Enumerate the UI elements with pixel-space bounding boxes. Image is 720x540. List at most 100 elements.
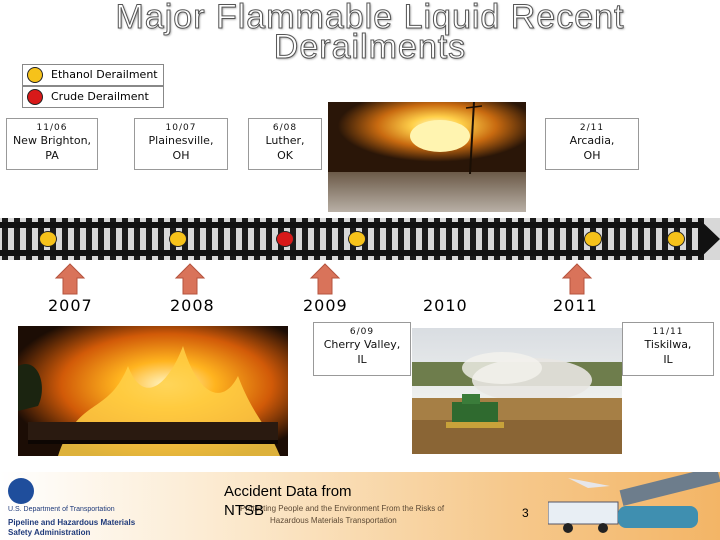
event-box-arcadia: 2/11 Arcadia, OH [545,118,639,170]
track-tie [314,218,320,260]
track-tie [518,218,524,260]
event-box-luther: 6/08 Luther, OK [248,118,322,170]
track-tie [398,218,404,260]
year-arrow-icon [561,263,593,295]
track-tie [110,218,116,260]
photo-field-combine [412,328,622,454]
event-box-tiskilwa: 11/11 Tiskilwa, IL [622,322,714,376]
track-tie [122,218,128,260]
footer-banner: U.S. Department of Transportation Pipeli… [0,472,720,540]
event-date: 11/06 [36,123,68,133]
track-tie [530,218,536,260]
marker-arcadia [584,231,602,247]
event-state: IL [663,353,673,366]
event-date: 2/11 [579,123,605,133]
event-date: 11/11 [652,327,684,337]
track-tie [662,218,668,260]
event-state: PA [45,149,59,162]
ethanol-dot-icon [27,67,43,83]
track-tie [410,218,416,260]
track-tie [134,218,140,260]
event-box-new-brighton: 11/06 New Brighton, PA [6,118,98,170]
track-tie [158,218,164,260]
footer-dot-line: U.S. Department of Transportation [8,506,115,513]
track-tie [74,218,80,260]
event-state: OH [583,149,601,162]
track-tie [338,218,344,260]
dot-logo-icon [8,478,34,504]
track-tie [578,218,584,260]
event-state: OH [172,149,190,162]
footer-agency-line1: Pipeline and Hazardous Materials [8,518,136,527]
page-title: Major Flammable Liquid Recent Derailment… [115,0,625,66]
track-tie [26,218,32,260]
track-tie [374,218,380,260]
transport-collage-icon [548,472,720,533]
event-state: OK [277,149,293,162]
track-tie [650,218,656,260]
year-label-2011: 2011 [553,296,598,315]
year-arrow-icon [309,263,341,295]
track-tie [386,218,392,260]
track-tie [230,218,236,260]
event-box-plainesville: 10/07 Plainesville, OH [134,118,228,170]
track-tie [86,218,92,260]
track-tie [446,218,452,260]
year-label-2010: 2010 [423,296,468,315]
accident-data-note: Accident Data from NTSB [224,482,352,520]
marker-plainesville [169,231,187,247]
track-tie [614,218,620,260]
track-tie [266,218,272,260]
track-tie [482,218,488,260]
track-tie [242,218,248,260]
track-tie [470,218,476,260]
marker-cherry-valley [348,231,366,247]
track-tie [326,218,332,260]
page-number: 3 [522,506,529,520]
year-label-2008: 2008 [170,296,215,315]
event-date: 10/07 [165,123,197,133]
photo-derailment-fire [18,326,288,456]
track-tie [194,218,200,260]
marker-luther [276,231,294,247]
legend-ethanol: Ethanol Derailment [22,64,164,86]
track-tie [302,218,308,260]
marker-new-brighton [39,231,57,247]
footer-tagline2: Hazardous Materials Transportation [270,516,397,525]
event-place: Plainesville, [148,134,214,147]
accident-line2: NTSB [224,502,265,519]
track-tie [146,218,152,260]
track-tie [14,218,20,260]
marker-tiskilwa [667,231,685,247]
track-tie [506,218,512,260]
track-tie [566,218,572,260]
event-date: 6/08 [272,123,298,133]
track-tie [62,218,68,260]
footer-tagline1: Protecting People and the Environment Fr… [240,504,445,513]
accident-line1: Accident Data from [224,483,352,500]
event-place: New Brighton, [12,134,92,147]
track-tie [626,218,632,260]
year-label-2007: 2007 [48,296,93,315]
event-date: 6/09 [349,327,375,337]
track-tie [458,218,464,260]
track-tie [686,218,692,260]
track-tie [218,218,224,260]
track-tie [254,218,260,260]
year-arrow-icon [174,263,206,295]
event-place: Arcadia, [569,134,615,147]
event-place: Tiskilwa, [644,338,692,351]
track-tie [206,218,212,260]
event-box-cherry-valley: 6/09 Cherry Valley, IL [313,322,411,376]
event-place: Cherry Valley, [323,338,401,351]
track-tie [638,218,644,260]
year-arrow-icon [54,263,86,295]
legend-crude: Crude Derailment [22,86,164,108]
photo-night-fire [328,102,526,212]
timeline-arrowhead-icon [698,218,720,260]
track-tie [542,218,548,260]
event-state: IL [357,353,367,366]
legend-crude-label: Crude Derailment [51,90,149,103]
track-tie [494,218,500,260]
footer-agency-line2: Safety Administration [8,528,91,537]
